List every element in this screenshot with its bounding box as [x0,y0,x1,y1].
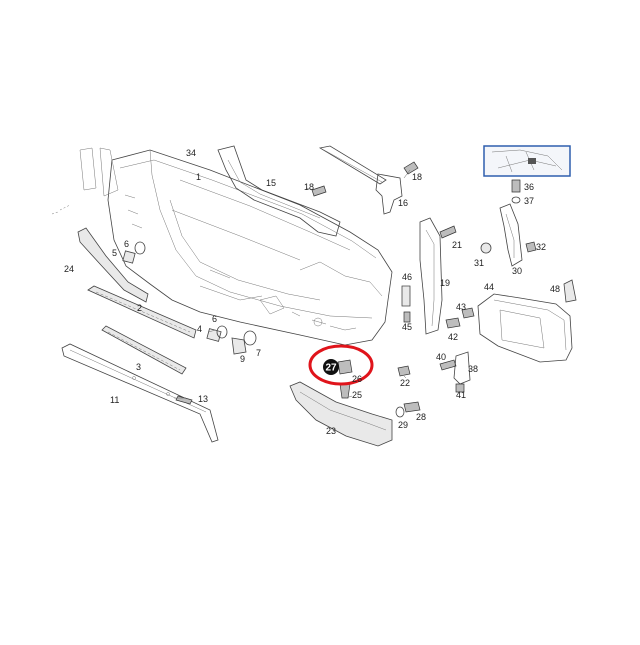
bar-34 [318,145,387,185]
corner-trim-23 [289,381,393,447]
bracket-15 [217,145,341,237]
callout-22: 22 [400,378,410,388]
clip-22 [397,365,411,377]
callout-6a: 6 [124,239,129,249]
fasteners-25-26-27 [337,359,353,399]
bumper-assembly [51,147,393,346]
callout-5: 5 [112,248,117,258]
screw-13 [175,395,193,405]
callout-37: 37 [524,196,534,206]
callout-46: 46 [402,272,412,282]
callout-7: 7 [256,348,261,358]
callout-26: 26 [352,374,362,384]
callout-24: 24 [64,264,74,274]
headlamp-44 [477,279,577,363]
bracket-38-40-41 [439,351,471,393]
callout-21: 21 [452,240,462,250]
callout-34: 34 [186,148,196,158]
highlight-badge [323,359,339,375]
screw-21 [439,225,457,239]
callout-36: 36 [524,182,534,192]
callout-9: 9 [240,354,245,364]
leader-lines [174,169,411,399]
callout-30: 30 [512,266,522,276]
callout-1: 1 [196,172,201,182]
callout-29: 29 [398,420,408,430]
callout-18a: 18 [304,182,314,192]
highlight-ring [308,344,374,386]
strip-3 [101,325,187,375]
callout-19: 19 [440,278,450,288]
screws-18 [311,161,419,197]
callout-23: 23 [326,426,336,436]
panel-19 [419,217,443,335]
strip-2 [87,285,197,339]
spoiler-11 [61,343,219,443]
callout-15: 15 [266,178,276,188]
clip-45-46 [401,285,411,323]
callout-18b: 18 [412,172,422,182]
cover-5-6 [122,241,146,264]
bracket-16 [375,173,403,215]
callout-13: 13 [198,394,208,404]
callout-32: 32 [536,242,546,252]
callout-48: 48 [550,284,560,294]
callout-6b: 6 [212,314,217,324]
callout-41: 41 [456,390,466,400]
callout-43: 43 [456,302,466,312]
callout-16: 16 [398,198,408,208]
callout-4: 4 [197,324,202,334]
callout-28: 28 [416,412,426,422]
callout-2: 2 [137,303,142,313]
callout-27: 27 [325,363,337,374]
bracket-30 [480,179,537,267]
callout-38: 38 [468,364,478,374]
fasteners-42-43 [445,307,475,329]
callout-31: 31 [474,258,484,268]
callouts: 34 1 15 18 18 16 6 5 24 2 6 4 7 9 3 11 1… [64,148,560,436]
inset-thumbnail [483,145,571,177]
side-trim-24 [77,227,149,303]
callout-3: 3 [136,362,141,372]
callout-42: 42 [448,332,458,342]
callout-45: 45 [402,322,412,332]
callout-44: 44 [484,282,494,292]
callout-25: 25 [352,390,362,400]
fasteners-28-29 [395,401,421,418]
callout-40: 40 [436,352,446,362]
callout-11: 11 [110,395,119,405]
